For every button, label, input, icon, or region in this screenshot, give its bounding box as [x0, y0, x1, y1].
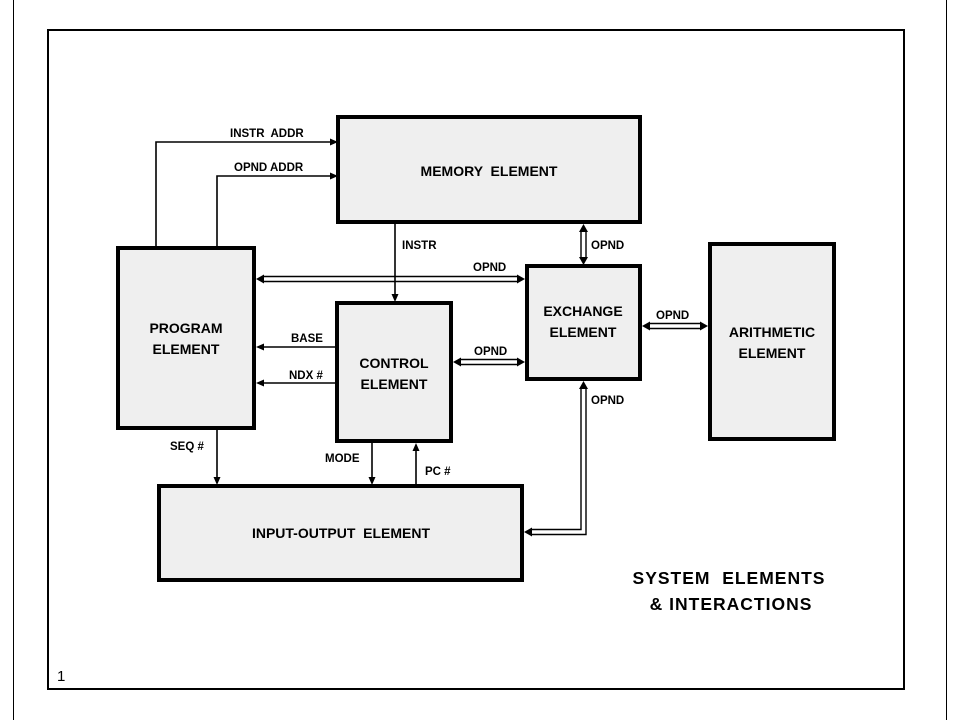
control-element-box — [335, 301, 453, 443]
exchange-arith-double-line — [650, 322, 700, 330]
program-element-label-line2: ELEMENT — [153, 341, 220, 357]
control-exchange-arrowhead-left — [453, 357, 461, 367]
exchange-element-label-line2: ELEMENT — [550, 324, 617, 340]
exchange-arith-arrowhead-left — [642, 321, 650, 331]
base-label: BASE — [291, 333, 323, 345]
ndx-label: NDX # — [289, 370, 323, 382]
instr-addr-label: INSTR ADDR — [230, 128, 304, 140]
mode-label: MODE — [325, 453, 360, 465]
opnd-addr-label: OPND ADDR — [234, 162, 304, 174]
exchange-io-arrowhead-left — [524, 527, 532, 537]
right-edge-line — [946, 0, 947, 720]
pc-arrowhead — [412, 443, 420, 451]
control-element-label-line2: ELEMENT — [361, 376, 428, 392]
opnd-mem-exchange-label: OPND — [591, 240, 624, 252]
diagram-caption-line2: & INTERACTIONS — [650, 594, 813, 614]
opnd-exchange-io-label: OPND — [591, 395, 624, 407]
io-element-box — [157, 484, 524, 582]
exchange-element-label-line1: EXCHANGE — [543, 303, 622, 319]
base-arrowhead — [256, 343, 264, 351]
opnd-program-exchange-label: OPND — [473, 262, 506, 274]
program-element-box — [116, 246, 256, 430]
control-element-label-line1: CONTROL — [359, 355, 429, 371]
program-exchange-arrowhead-left — [256, 274, 264, 284]
ndx-arrowhead — [256, 379, 264, 387]
arithmetic-element-label-line2: ELEMENT — [739, 345, 806, 361]
exchange-io-arrowhead-up — [579, 381, 588, 389]
exchange-io-double-line — [532, 389, 587, 536]
instr-addr-arrowhead — [330, 138, 338, 146]
left-edge-line — [13, 0, 14, 720]
program-element-label-line1: PROGRAM — [149, 320, 222, 336]
diagram-caption-line1: SYSTEM ELEMENTS — [633, 568, 826, 588]
opnd-addr-line — [216, 175, 332, 246]
exchange-element-box — [525, 264, 642, 381]
exchange-arith-arrowhead-right — [700, 321, 708, 331]
control-exchange-arrowhead-right — [517, 357, 525, 367]
instr-arrowhead — [391, 294, 399, 302]
seq-label: SEQ # — [170, 441, 204, 453]
memory-exchange-double-line — [580, 232, 587, 258]
opnd-control-exchange-label: OPND — [474, 346, 507, 358]
memory-element-box — [336, 115, 642, 224]
opnd-exchange-arith-label: OPND — [656, 310, 689, 322]
program-exchange-double-line — [264, 275, 517, 283]
pc-label: PC # — [425, 466, 451, 478]
memory-exchange-arrowhead-up — [579, 224, 588, 232]
memory-exchange-arrowhead-down — [579, 257, 588, 265]
arithmetic-element-label-line1: ARITHMETIC — [729, 324, 815, 340]
page-number: 1 — [57, 668, 65, 685]
mode-arrowhead — [368, 477, 376, 485]
memory-element-label: MEMORY ELEMENT — [421, 163, 558, 179]
seq-arrowhead — [213, 477, 221, 485]
instr-label: INSTR — [402, 240, 437, 252]
instr-addr-line — [155, 141, 332, 246]
control-exchange-double-line — [461, 358, 517, 366]
program-exchange-arrowhead-right — [517, 274, 525, 284]
arithmetic-element-box — [708, 242, 836, 441]
io-element-label: INPUT-OUTPUT ELEMENT — [252, 525, 431, 541]
opnd-addr-arrowhead — [330, 172, 338, 180]
